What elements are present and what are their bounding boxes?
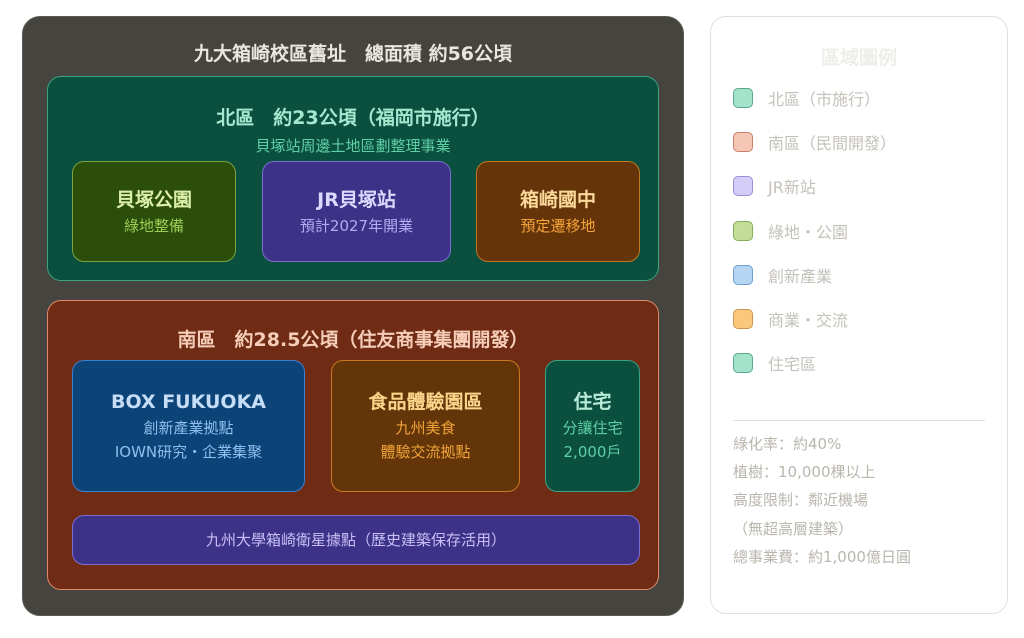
block-subtitle: 創新產業拠點 <box>143 419 234 437</box>
legend-label: 南區（民間開發） <box>768 134 897 154</box>
legend-item: 創新產業 <box>733 263 832 287</box>
block-box-fukuoka: BOX FUKUOKA 創新產業拠點 IOWN研究・企業集聚 <box>72 360 305 492</box>
block-title: 貝塚公園 <box>115 188 192 211</box>
legend-item: 北區（市施行） <box>733 86 880 110</box>
legend-note: 高度限制：鄰近機場 <box>733 491 869 510</box>
block-title: 箱崎國中 <box>519 188 596 211</box>
block-subtitle: 體驗交流拠點 <box>380 443 471 461</box>
legend-panel: 區域圖例 <box>710 16 1008 614</box>
legend-note: 綠化率：約40% <box>733 435 842 453</box>
legend-swatch <box>733 88 753 108</box>
legend-item: 住宅區 <box>733 351 816 375</box>
north-title: 北區 約23公頃（福岡市施行） <box>216 107 490 129</box>
block-subtitle: 綠地整備 <box>123 216 184 235</box>
south-title: 南區 約28.5公頃（住友商事集團開發） <box>177 329 529 351</box>
block-residential: 住宅 分讓住宅 2,000戶 <box>545 360 640 492</box>
legend-swatch <box>733 176 753 197</box>
block-junior-high: 箱崎國中 預定遷移地 <box>476 161 640 262</box>
site-title: 九大箱崎校區舊址 總面積 約56公頃 <box>193 43 513 65</box>
block-subtitle: IOWN研究・企業集聚 <box>114 443 263 461</box>
legend-label: 北區（市施行） <box>768 90 881 109</box>
block-subtitle: 預計2027年開業 <box>299 216 414 235</box>
block-kaizuka-park: 貝塚公園 綠地整備 <box>72 161 236 262</box>
legend-swatch <box>733 353 753 374</box>
legend-note: 植樹：10,000棵以上 <box>733 463 876 482</box>
legend-swatch <box>733 309 753 329</box>
legend-item: JR新站 <box>733 174 816 198</box>
block-jr-station: JR貝塚站 預計2027年開業 <box>262 161 451 262</box>
block-food-park: 食品體驗園區 九州美食 體驗交流拠點 <box>331 360 520 492</box>
block-subtitle: 九州美食 <box>395 419 456 437</box>
block-subtitle: 分讓住宅 <box>562 419 623 437</box>
block-satellite-campus: 九州大學箱崎衛星據點（歷史建築保存活用） <box>72 515 640 565</box>
block-title: BOX FUKUOKA <box>110 391 267 413</box>
legend-swatch <box>733 264 753 285</box>
legend-item: 南區（民間開發） <box>733 130 896 154</box>
legend-item: 綠地・公園 <box>733 219 848 243</box>
legend-swatch <box>733 220 753 241</box>
legend-note: 總事業費：約1,000億日圓 <box>733 547 911 566</box>
legend-note: （無超高層建築） <box>733 519 854 538</box>
block-title: 食品體驗園區 <box>368 391 483 413</box>
legend-item: 商業・交流 <box>733 307 848 331</box>
north-subtitle: 貝塚站周邊土地區劃整理事業 <box>255 137 451 155</box>
block-subtitle: 預定遷移地 <box>520 216 596 235</box>
legend-label: 商業・交流 <box>768 311 849 330</box>
legend-divider <box>733 420 985 421</box>
legend-swatch <box>733 132 753 153</box>
legend-label: 住宅區 <box>768 355 817 375</box>
block-title: 住宅 <box>573 391 612 413</box>
legend-title: 區域圖例 <box>820 47 897 69</box>
block-title: 九州大學箱崎衛星據點（歷史建築保存活用） <box>205 531 506 549</box>
block-title: JR貝塚站 <box>317 188 396 211</box>
legend-label: 創新產業 <box>768 266 833 286</box>
legend-label: 綠地・公園 <box>768 222 849 242</box>
legend-label: JR新站 <box>768 178 816 198</box>
block-subtitle: 2,000戶 <box>563 443 622 461</box>
